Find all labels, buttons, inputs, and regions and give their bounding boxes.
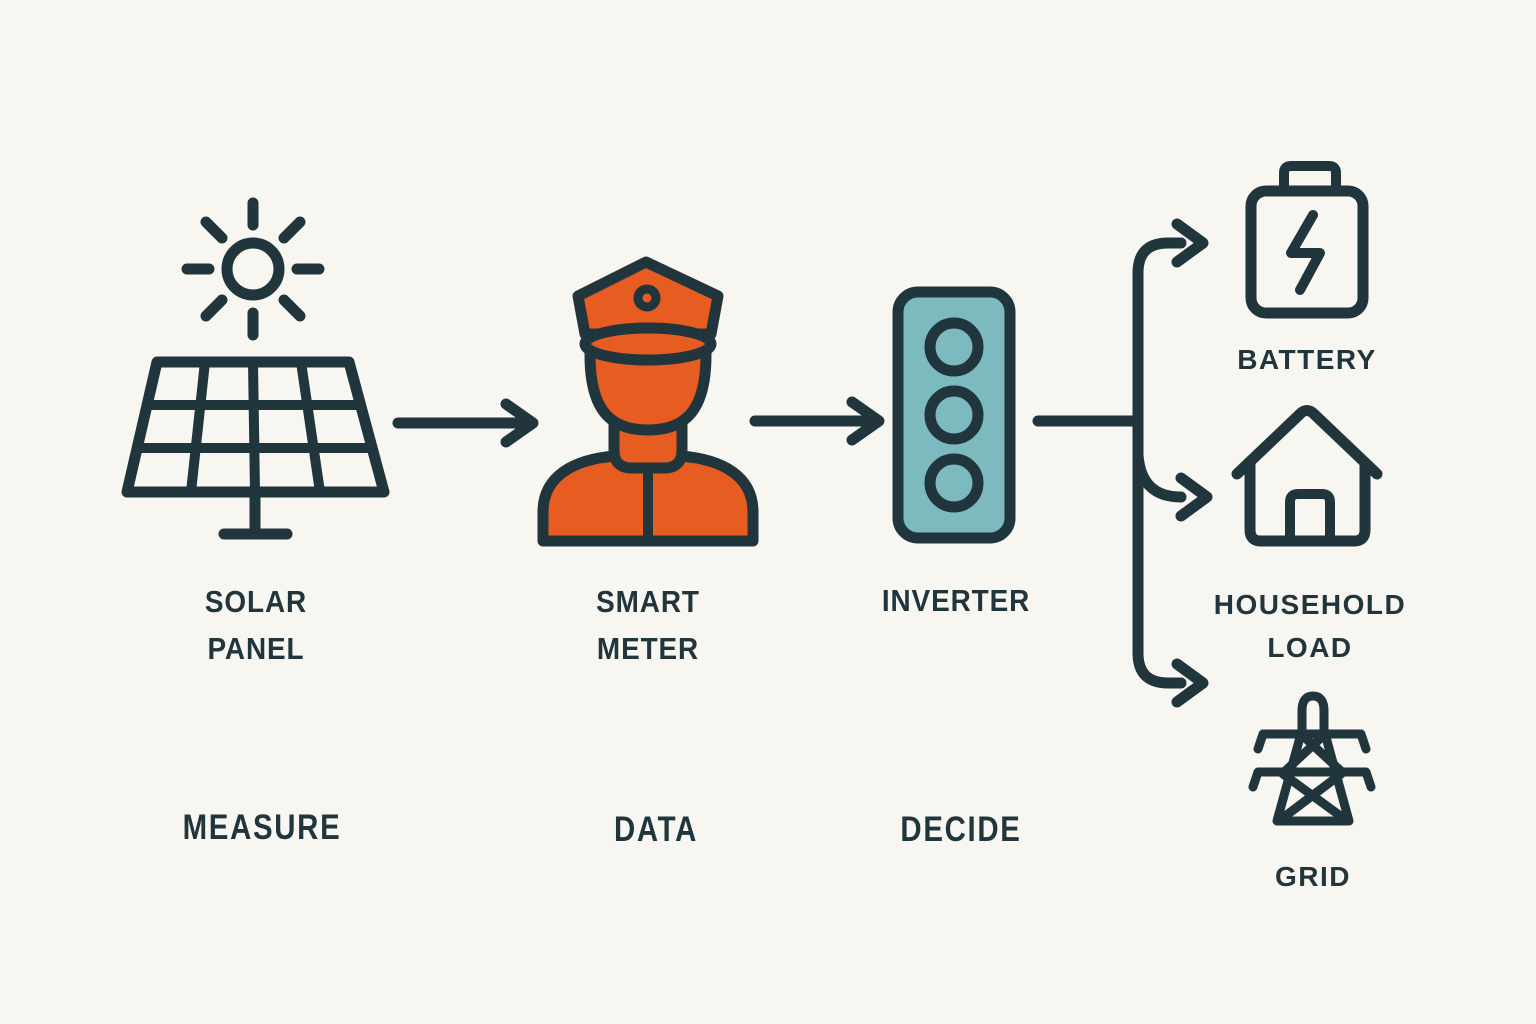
label-battery: BATTERY <box>1237 344 1377 375</box>
sun-icon <box>181 197 325 341</box>
label-smart-meter: SMART METER <box>596 584 700 666</box>
stage-label-data: DATA <box>613 810 698 849</box>
stage-label-decide: DECIDE <box>900 810 1022 849</box>
meter-reader-person-icon <box>537 256 759 547</box>
transmission-tower-icon <box>1248 691 1376 826</box>
label-solar-panel: SOLAR PANEL <box>204 584 308 666</box>
house-icon <box>1231 405 1383 547</box>
solar-panel-icon <box>121 356 390 540</box>
stage-label-measure: MEASURE <box>182 808 342 847</box>
arrow-meter-to-inverter <box>749 396 885 446</box>
label-inverter: INVERTER <box>881 583 1031 618</box>
branch-connector <box>1032 218 1213 708</box>
label-household-load: HOUSEHOLD LOAD <box>1213 589 1407 663</box>
arrow-solar-to-meter <box>392 398 539 448</box>
battery-icon <box>1245 161 1369 319</box>
label-grid: GRID <box>1275 861 1351 892</box>
inverter-indicator-icon <box>892 286 1016 544</box>
